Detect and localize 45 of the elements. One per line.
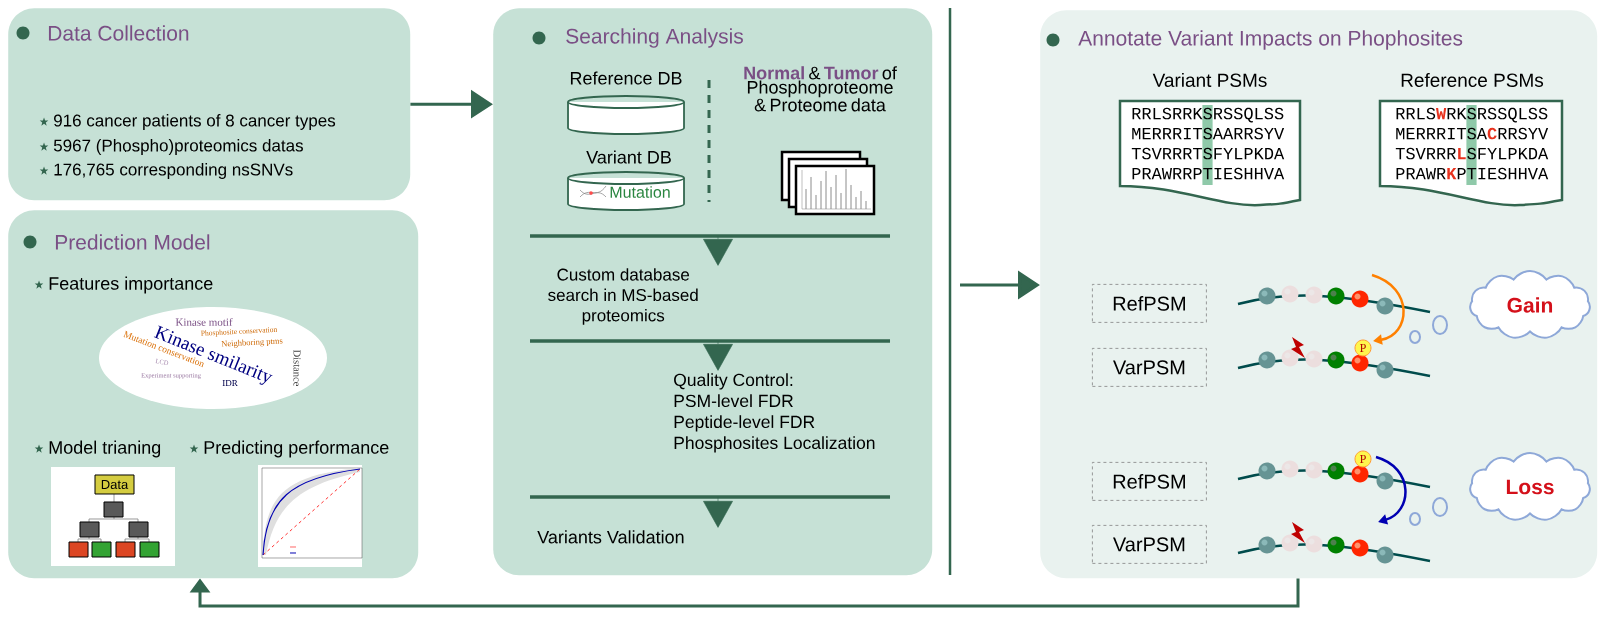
sequence-document: RRLSWRKSRSSQLSS MERRRITSACRRSYV TSVRRRLSFYLPKDA PRAWRKPTIESHHVA (1378, 99, 1564, 207)
node-label: Peptide-level FDR (674, 415, 815, 432)
node-label: Quality Control: (674, 373, 793, 390)
node-label: TSVRRRTSFYLPKDA (1131, 147, 1285, 160)
tree-drawing: Data (51, 467, 175, 566)
peptide-drawing: P (1237, 450, 1431, 490)
node-label: TSVRRRLSFYLPKDA (1395, 147, 1549, 160)
node-label: PRAWRRPTIESHHVA (1132, 167, 1285, 180)
panel-title: Annotate Variant Impacts on Phophosites (1046, 30, 1463, 50)
step-text: Custom database search in MS-based proteomics (548, 268, 698, 325)
database-label: Reference DB (570, 71, 682, 85)
step-text: Quality Control: PSM-level FDR Peptide-level FDR Phosphosites Localization (674, 373, 875, 453)
bullet-item: 176,765 corresponding nsSNVs (39, 163, 293, 179)
panel-title: Searching Analysis (532, 28, 743, 48)
node-label: MERRRITSACRRSYV (1396, 127, 1549, 140)
panel-title: Prediction Model (23, 234, 210, 250)
bullet-item: Predicting performance (189, 440, 389, 458)
arrow (189, 578, 1300, 608)
step-text: Variants Validation (537, 530, 684, 544)
database-label: Variant DB (586, 150, 671, 164)
thought-cloud: Gain (1409, 270, 1591, 344)
node-label: Phosphosites Localization (674, 436, 875, 453)
label-box: RefPSM (1092, 462, 1207, 501)
bullet-item: 916 cancer patients of 8 cancer types (39, 114, 336, 130)
document-title: Variant PSMs (1152, 73, 1267, 87)
node-label: MERRRITSAARRSYV (1132, 127, 1285, 140)
bullet-item: Model trianing (34, 440, 161, 458)
document-title: Reference PSMs (1401, 73, 1544, 87)
panel-title: Data Collection (16, 25, 189, 41)
label-box: RefPSM (1092, 284, 1207, 323)
bullet-item: 5967 (Phospho)proteomics datas (39, 139, 303, 155)
peptide-drawing: P (1237, 337, 1431, 379)
label-box: VarPSM (1092, 348, 1207, 387)
node-label: RRLSWRKSRSSQLSS (1396, 107, 1548, 123)
arrow (703, 236, 733, 266)
step-text: Normal & Tumor of Phosphoproteome & Proteome data (744, 66, 897, 112)
sequence-document: RRLSRRKSRSSQLSS MERRRITSAARRSYV TSVRRRTSFYLPKDA PRAWRRPTIESHHVA (1118, 99, 1302, 207)
thought-cloud: Loss (1409, 452, 1591, 526)
node-label: PRAWRKPTIESHHVA (1396, 167, 1549, 180)
node-label: RRLSRRKSRSSQLSS (1132, 107, 1284, 123)
node-label: PSM-level FDR (674, 394, 793, 408)
bullet-item: Features importance (34, 276, 213, 294)
label-box: VarPSM (1092, 525, 1207, 564)
arrow (703, 497, 733, 528)
arrow (703, 341, 733, 371)
